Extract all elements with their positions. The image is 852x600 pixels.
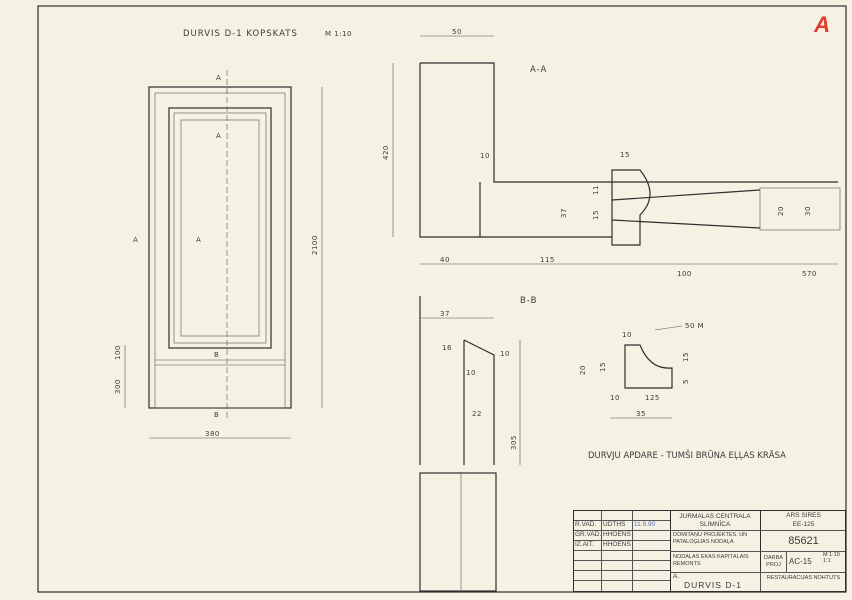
door-elevation: DURVIS D-1 KOPSKATS M 1:10 A A A A B B 2… <box>114 29 352 439</box>
dim: 50 <box>452 28 462 36</box>
dim: 10 <box>610 394 620 402</box>
section-mark-a-top: A <box>216 74 221 82</box>
section-aa-title: A-A <box>530 65 547 75</box>
profile-detail: 50 M 10 15 20 125 35 10 15 5 <box>579 322 704 419</box>
dim: 16 <box>442 344 452 352</box>
sheet: A. <box>673 573 680 580</box>
dim: 15 <box>682 352 690 362</box>
date <box>634 541 670 550</box>
workshop: RESTAURĀCIJAS NOHTŪTS <box>766 575 841 581</box>
dim-panel: 100 <box>114 345 122 360</box>
org-top: ARS SIRES <box>786 512 821 519</box>
name: HHOENS <box>603 541 631 548</box>
section-aa: A-A 50 420 10 40 115 37 15 11 15 100 570… <box>382 28 841 278</box>
dim: 10 <box>622 331 632 339</box>
drawing-name: DURVIS D-1 <box>684 580 743 590</box>
profile-label: 50 M <box>685 322 704 330</box>
title-block: R.VAD. UDTHS 11.9.90 GR.VAD. HHOENS IZ.A… <box>573 510 846 592</box>
stage-code: AC-15 <box>789 557 812 566</box>
role: IZ.AIT. <box>575 541 594 548</box>
department: DOMITAŅU PROJEKTĒŠ. UN PATALOĢIJAS NODAĻ… <box>673 532 748 545</box>
drawing-number: 85621 <box>788 535 819 547</box>
dim: 22 <box>472 410 482 418</box>
section-bb: B-B 37 16 10 10 22 305 <box>419 296 537 592</box>
dim: 10 <box>466 369 476 377</box>
org-code: EE-125 <box>792 521 815 528</box>
dim: 115 <box>540 256 555 264</box>
section-bb-title: B-B <box>520 296 537 306</box>
project: NODAĻAS ĒKAS KAPITĀLAIS REMONTS <box>673 554 749 567</box>
dim: 20 <box>579 365 587 375</box>
dim: 11 <box>592 185 600 195</box>
dim-lower: 300 <box>114 379 122 394</box>
dim: 125 <box>645 394 660 402</box>
client: JŪRMALAS CENTRĀLĀ SLIMNĪCA <box>679 513 751 528</box>
elevation-title: DURVIS D-1 KOPSKATS <box>183 29 298 39</box>
section-mark-a-left: A <box>133 236 138 244</box>
dim: 5 <box>682 379 690 384</box>
dim: 10 <box>500 350 510 358</box>
dim: 35 <box>636 410 646 418</box>
dim: 37 <box>560 208 568 218</box>
date <box>634 531 670 540</box>
dim-height: 2100 <box>311 235 319 255</box>
scale: M 1:10 1:1 <box>823 552 840 565</box>
sheet-letter: A <box>814 12 830 37</box>
section-mark-a-right: A <box>196 236 201 244</box>
date: 11.9.90 <box>634 521 656 528</box>
dim: 20 <box>777 206 785 216</box>
dim: 100 <box>677 270 692 278</box>
finish-note: DURVJU APDARE - TUMŠI BRŪNA EĻĻAS KRĀSA <box>588 449 786 461</box>
dim: 15 <box>592 210 600 220</box>
dim-width: 380 <box>205 430 220 438</box>
dim: 37 <box>440 310 450 318</box>
dim: 420 <box>382 145 390 160</box>
role: R.VAD. <box>575 521 597 528</box>
dim: 15 <box>599 362 607 372</box>
section-mark-b-bottom: B <box>214 411 219 419</box>
dim: 305 <box>510 435 518 450</box>
dim: 570 <box>802 270 817 278</box>
elevation-scale: M 1:10 <box>325 30 352 38</box>
name: HHOENS <box>603 531 631 538</box>
dim: 15 <box>620 151 630 159</box>
stage-label: DARBA PROJ <box>764 555 783 568</box>
section-mark-b: B <box>214 351 219 359</box>
role: GR.VAD. <box>575 531 601 538</box>
dim: 40 <box>440 256 450 264</box>
sheet-border <box>37 5 847 593</box>
section-mark-a-inner: A <box>216 132 221 140</box>
dim: 30 <box>804 206 812 216</box>
dim: 10 <box>480 152 490 160</box>
name: UDTHS <box>603 521 626 528</box>
